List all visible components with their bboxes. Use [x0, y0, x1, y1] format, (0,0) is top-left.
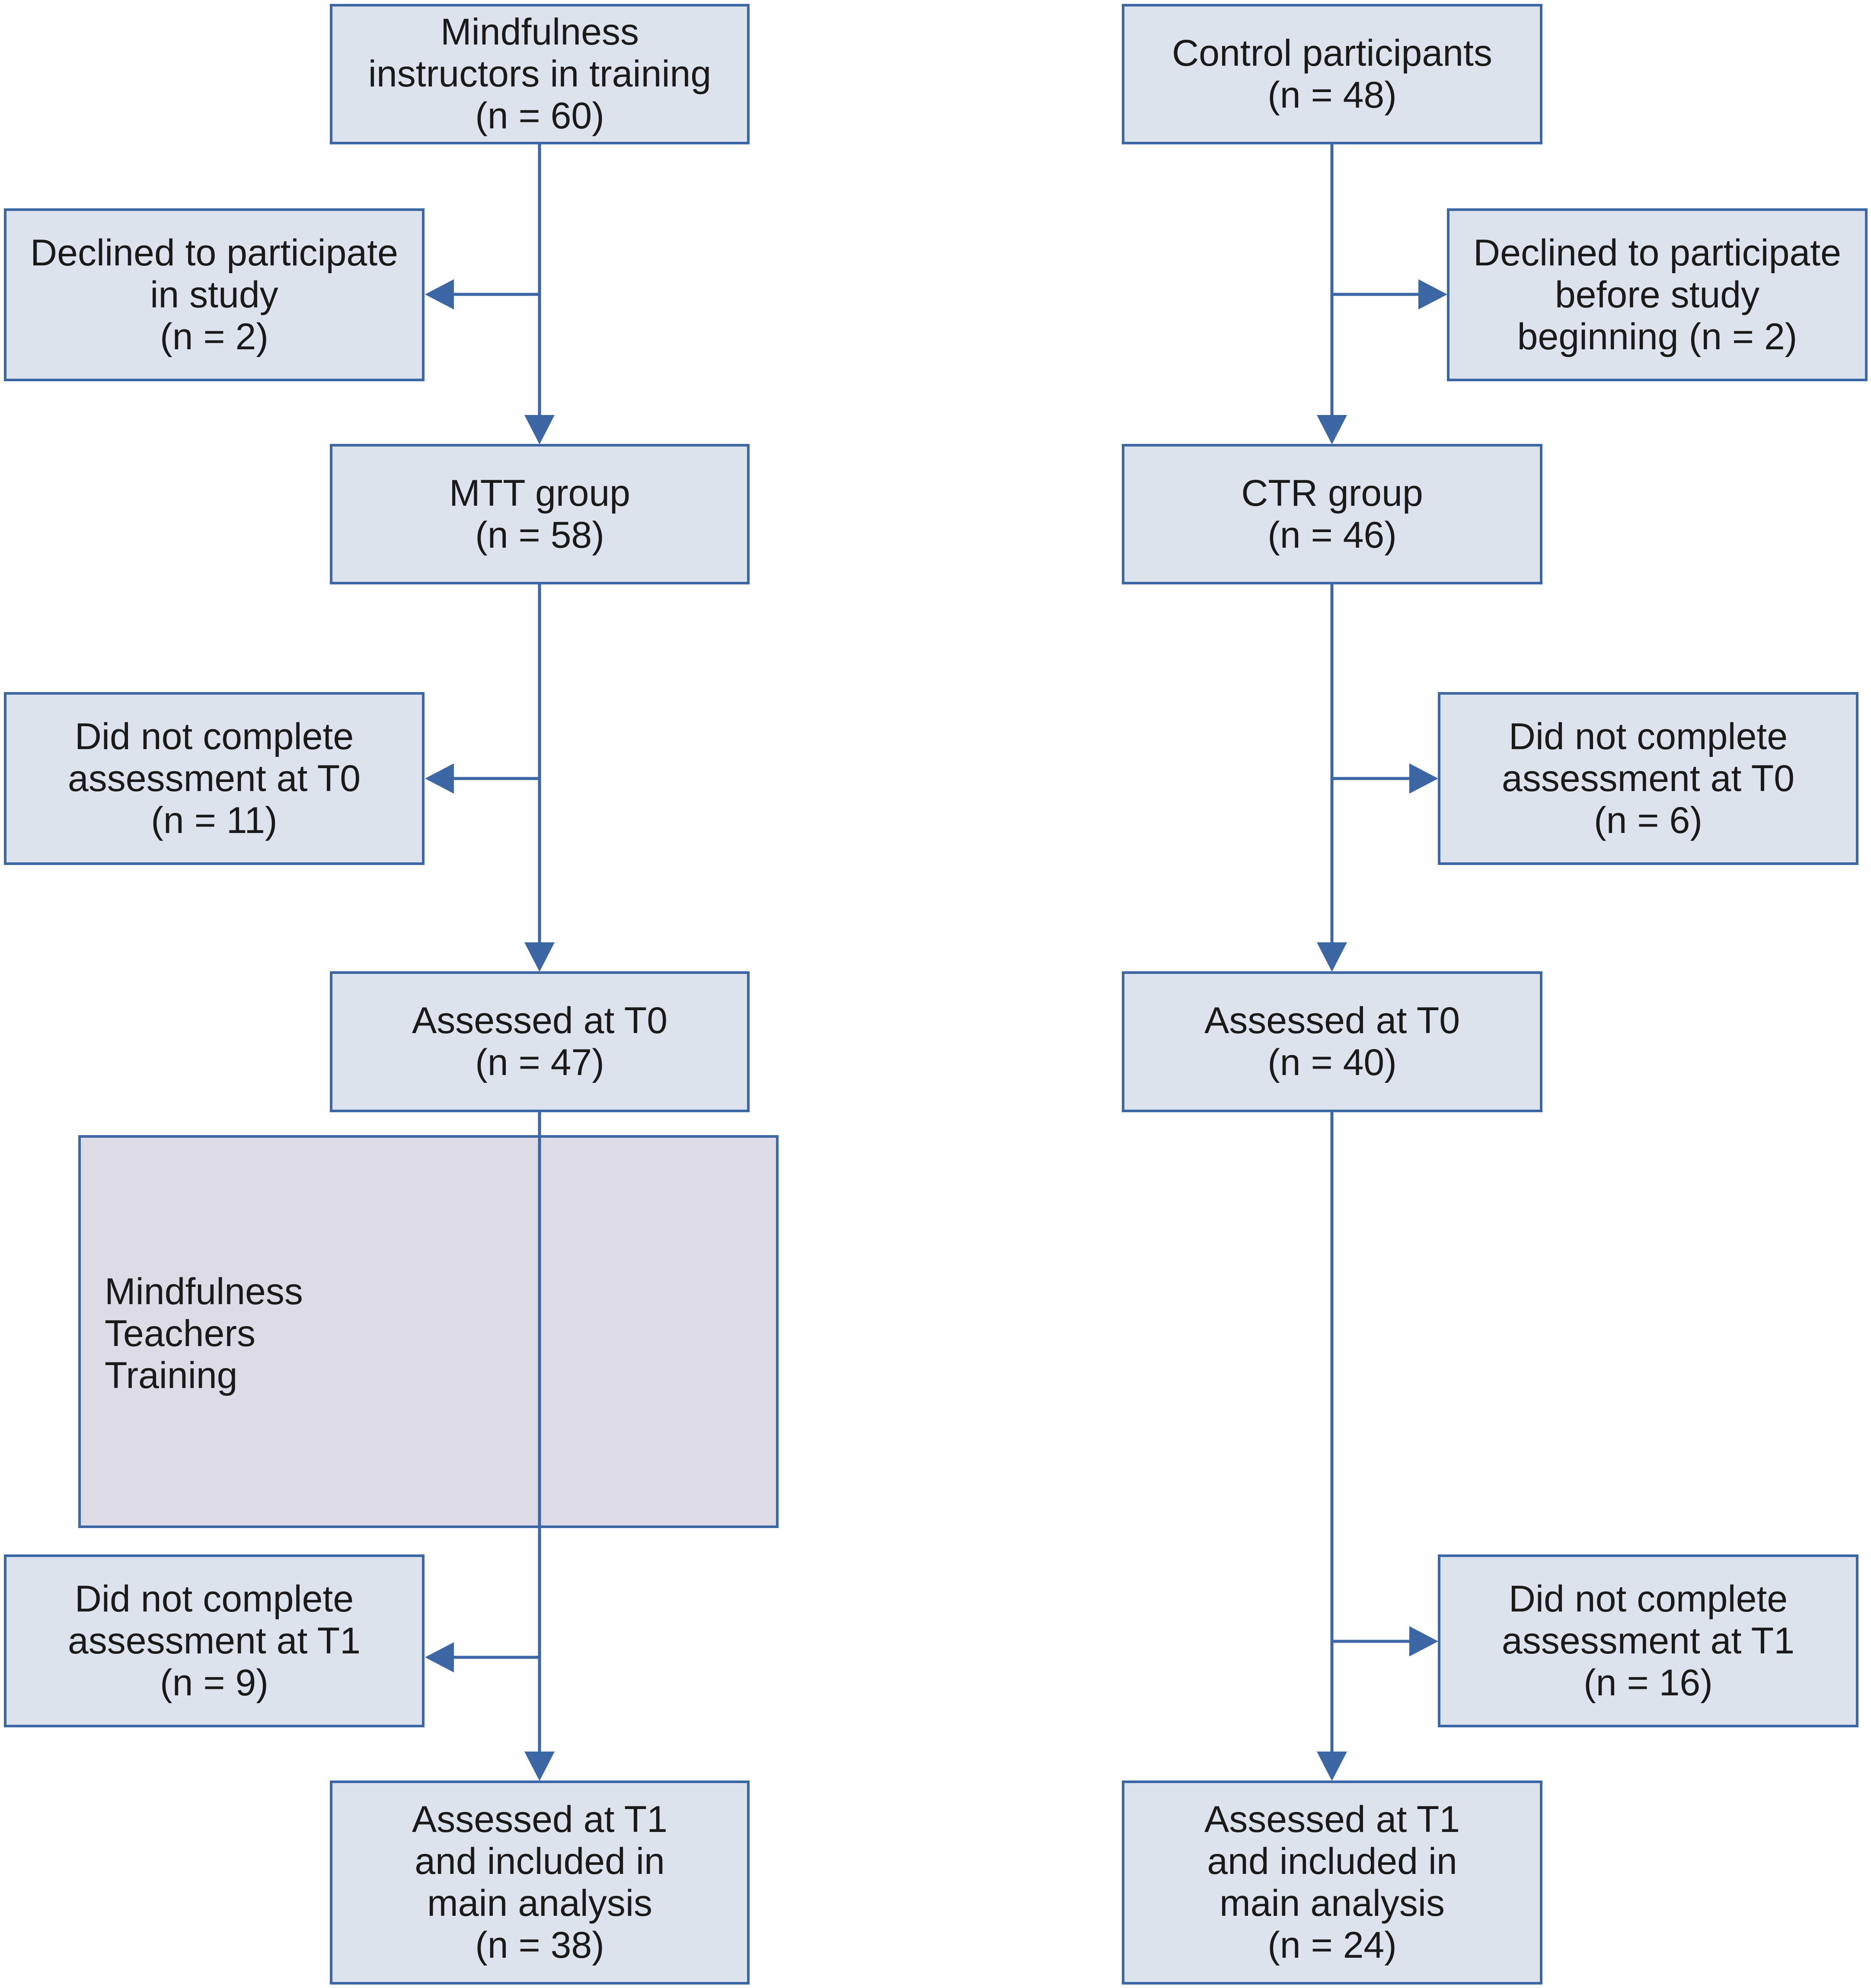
ctr-declined-box: Declined to participate before study beg…	[1447, 208, 1868, 381]
mtt-arrowhead-to-incomplete-t0	[425, 763, 454, 794]
mtt-arrowhead-to-incomplete-t1	[425, 1642, 454, 1672]
ctr-arrowhead-to-assessed-t1	[1317, 1752, 1347, 1781]
ctr-arrowhead-to-declined	[1418, 279, 1447, 310]
mtt-incomplete-t1-label: Did not complete assessment at T1 (n = 9…	[67, 1578, 361, 1704]
ctr-start-box: Control participants (n = 48)	[1122, 4, 1542, 144]
ctr-group-label: CTR group (n = 46)	[1241, 472, 1423, 556]
training-region: Mindfulness Teachers Training	[78, 1135, 779, 1528]
mtt-declined-label: Declined to participate in study (n = 2)	[30, 232, 398, 357]
mtt-incomplete-t0-box: Did not complete assessment at T0 (n = 1…	[4, 692, 425, 865]
ctr-incomplete-t0-box: Did not complete assessment at T0 (n = 6…	[1438, 692, 1858, 865]
mtt-arrowhead-to-assessed-t0	[524, 942, 555, 972]
ctr-group-box: CTR group (n = 46)	[1122, 444, 1542, 584]
ctr-arrowhead-to-assessed-t0	[1317, 942, 1347, 972]
mtt-assessed-t0-label: Assessed at T0 (n = 47)	[412, 1000, 668, 1083]
mtt-arrowhead-to-declined	[425, 279, 454, 310]
mtt-start-box: Mindfulness instructors in training (n =…	[330, 4, 750, 144]
ctr-declined-label: Declined to participate before study beg…	[1473, 232, 1841, 357]
mtt-group-label: MTT group (n = 58)	[449, 472, 630, 556]
ctr-incomplete-t1-label: Did not complete assessment at T1 (n = 1…	[1501, 1578, 1795, 1704]
mtt-declined-box: Declined to participate in study (n = 2)	[4, 208, 425, 381]
ctr-start-label: Control participants (n = 48)	[1172, 32, 1492, 116]
mtt-arrowhead-to-group	[524, 415, 555, 444]
mtt-assessed-t1-box: Assessed at T1 and included in main anal…	[330, 1781, 750, 1985]
mtt-assessed-t1-label: Assessed at T1 and included in main anal…	[412, 1799, 668, 1966]
ctr-arrowhead-to-incomplete-t0	[1409, 763, 1438, 794]
ctr-assessed-t0-box: Assessed at T0 (n = 40)	[1122, 971, 1542, 1112]
ctr-incomplete-t1-box: Did not complete assessment at T1 (n = 1…	[1438, 1554, 1858, 1727]
ctr-arrowhead-to-group	[1317, 415, 1347, 444]
training-label: Mindfulness Teachers Training	[105, 1271, 303, 1396]
mtt-group-box: MTT group (n = 58)	[330, 444, 750, 584]
mtt-assessed-t0-box: Assessed at T0 (n = 47)	[330, 971, 750, 1112]
ctr-assessed-t1-box: Assessed at T1 and included in main anal…	[1122, 1781, 1542, 1985]
ctr-incomplete-t0-label: Did not complete assessment at T0 (n = 6…	[1501, 715, 1795, 841]
mtt-incomplete-t0-label: Did not complete assessment at T0 (n = 1…	[67, 715, 361, 841]
ctr-assessed-t0-label: Assessed at T0 (n = 40)	[1204, 1000, 1460, 1083]
ctr-assessed-t1-label: Assessed at T1 and included in main anal…	[1204, 1799, 1460, 1966]
mtt-start-label: Mindfulness instructors in training (n =…	[368, 11, 712, 137]
mtt-incomplete-t1-box: Did not complete assessment at T1 (n = 9…	[4, 1554, 425, 1727]
ctr-arrowhead-to-incomplete-t1	[1409, 1626, 1438, 1656]
mtt-arrowhead-to-assessed-t1	[524, 1752, 555, 1781]
